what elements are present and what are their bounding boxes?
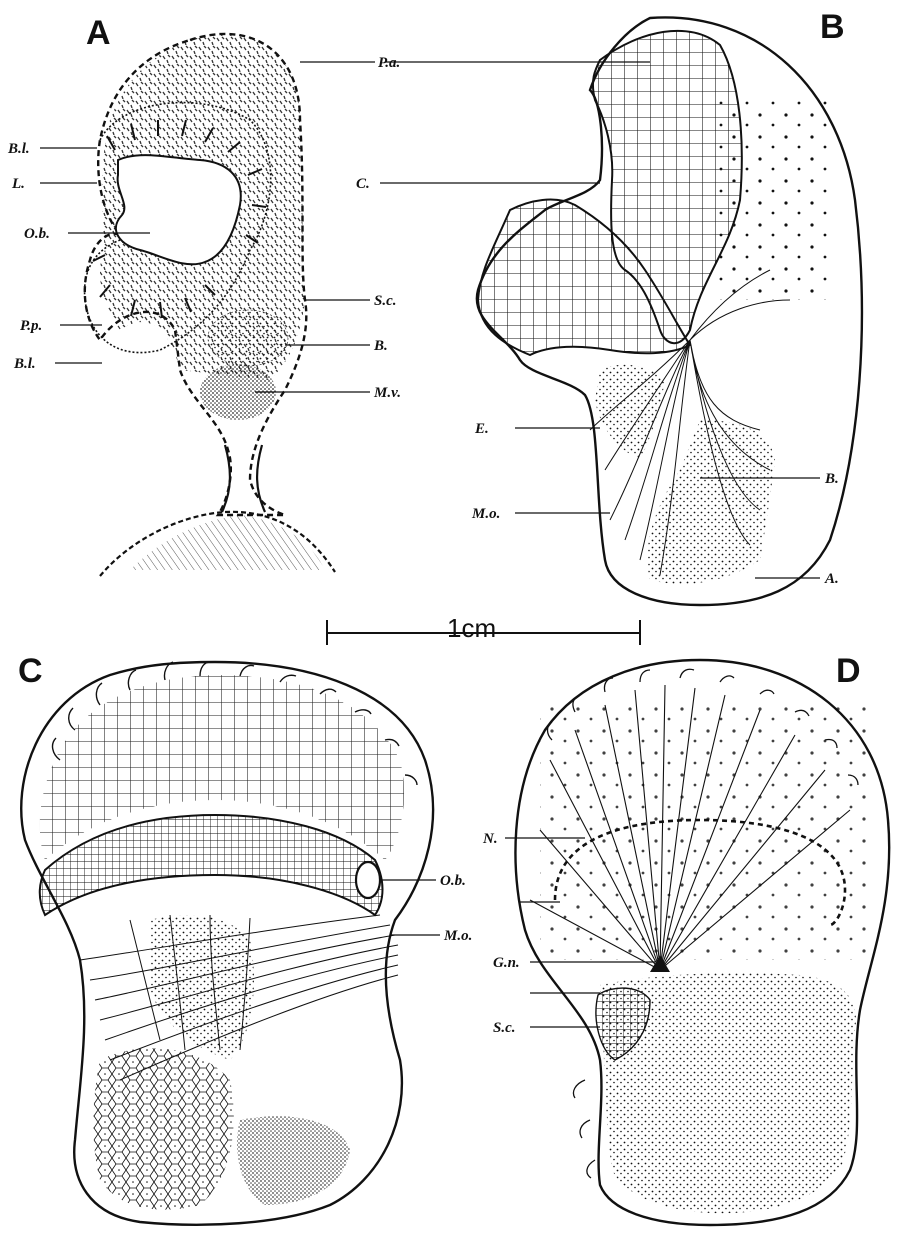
- label-c-mo: M.o.: [443, 928, 472, 944]
- panel-c-peristome-band: [40, 815, 383, 915]
- label-a-l: L.: [11, 176, 25, 192]
- label-b-mo: M.o.: [471, 506, 500, 522]
- label-a-mv: M.v.: [373, 385, 401, 401]
- panel-c-oral-opening: [356, 862, 380, 898]
- label-a-pp: P.p.: [20, 318, 42, 334]
- label-d-gn: G.n.: [493, 955, 520, 971]
- panel-a-stalk: [222, 445, 265, 512]
- panel-d-letter: D: [836, 652, 861, 690]
- panel-a-nucleus-b: [208, 310, 288, 366]
- panel-c-stippled-lower-right: [237, 1116, 350, 1205]
- panel-c: C O.b. M.o.: [18, 652, 472, 1225]
- panel-a-letter: A: [86, 14, 111, 52]
- panel-b: B C. E. B. M.o. A.: [356, 8, 862, 605]
- panel-a-base-fill: [130, 515, 325, 570]
- panel-c-leaders: [380, 880, 440, 935]
- label-b-c: C.: [356, 176, 370, 192]
- label-a-bl-lower: B.l.: [13, 356, 36, 372]
- label-d-n: N.: [482, 831, 498, 847]
- panel-c-cellular-region: [93, 1048, 234, 1209]
- label-d-sc: S.c.: [493, 1020, 516, 1036]
- label-b-a: A.: [824, 571, 839, 587]
- label-b-b: B.: [824, 471, 839, 487]
- panel-c-letter: C: [18, 652, 43, 690]
- label-a-pa: P.a.: [378, 55, 400, 71]
- panel-d-sparse-granules: [540, 700, 870, 960]
- label-a-sc: S.c.: [374, 293, 397, 309]
- panel-a-oral-basket: [116, 155, 241, 264]
- panel-b-stippled-macronucleus: [595, 365, 665, 460]
- label-b-e: E.: [474, 421, 489, 437]
- label-a-b: B.: [373, 338, 388, 354]
- scale-bar: 1cm: [327, 613, 640, 645]
- label-c-ob: O.b.: [440, 873, 466, 889]
- label-a-bl-upper: B.l.: [7, 141, 30, 157]
- panel-b-letter: B: [820, 8, 845, 46]
- panel-a: A P.a. B.l. L. O.b.: [7, 14, 401, 576]
- panel-d: D N. G.n. S.c.: [482, 652, 889, 1225]
- label-a-ob: O.b.: [24, 226, 50, 242]
- scale-bar-label: 1cm: [447, 613, 496, 643]
- panel-b-stippled-lower: [647, 420, 775, 584]
